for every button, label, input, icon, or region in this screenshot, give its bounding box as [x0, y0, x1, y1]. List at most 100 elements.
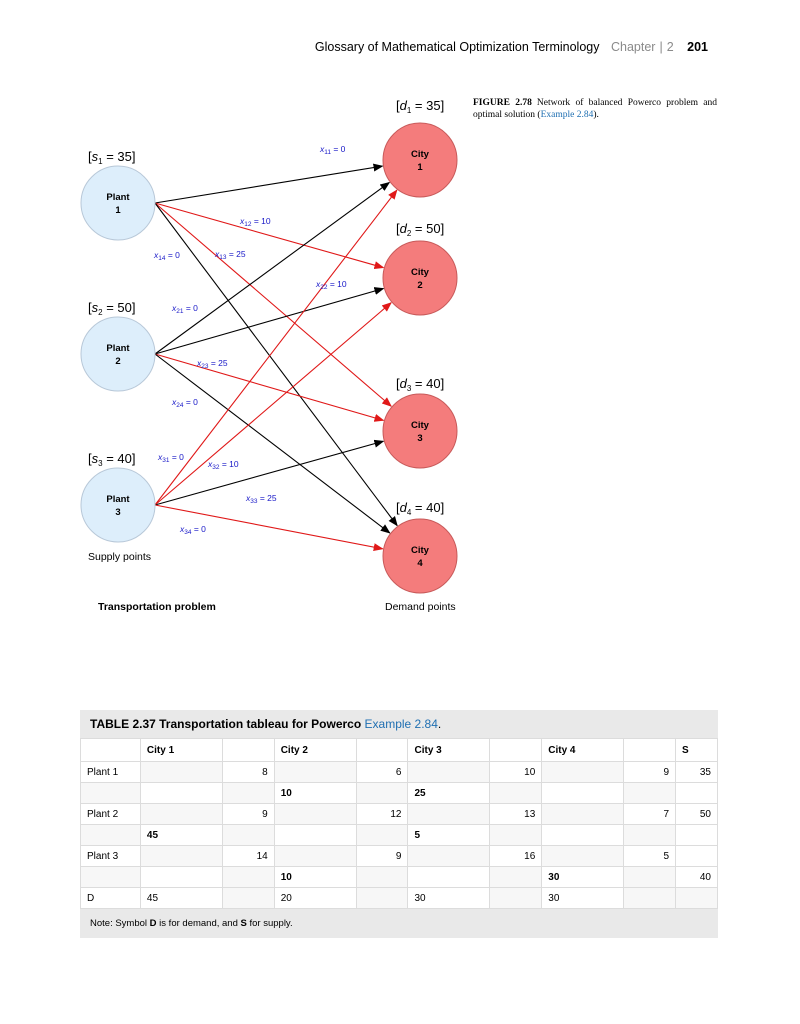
- example-link[interactable]: Example 2.84: [540, 110, 594, 120]
- flow-cell: [139, 866, 223, 888]
- row-label: [80, 782, 141, 804]
- cost-cell: 9: [355, 845, 409, 867]
- header-cell: City 1: [139, 738, 223, 762]
- supply-points-label: Supply points: [88, 551, 151, 563]
- flow-label-x21: x21 = 0: [171, 303, 198, 315]
- header-cell: City 3: [407, 738, 491, 762]
- demand-cell: 30: [541, 887, 625, 909]
- supply-cell: [675, 782, 718, 804]
- chapter-number: 2: [666, 40, 674, 54]
- cost-cell: [623, 824, 677, 846]
- empty-cell: [221, 887, 275, 909]
- row-label: [80, 866, 141, 888]
- row-label: D: [80, 887, 141, 909]
- flow-arrow-x33: [154, 439, 385, 506]
- header-cell: City 2: [273, 738, 357, 762]
- flow-label-x11: x11 = 0: [319, 144, 346, 156]
- running-header: Glossary of Mathematical Optimization Te…: [0, 40, 708, 54]
- demand-cell: 45: [139, 887, 223, 909]
- demand-label-4: [d4 = 40]: [396, 500, 444, 517]
- flow-label-x24: x24 = 0: [171, 397, 198, 409]
- flow-cell: [273, 845, 357, 867]
- cost-cell: 16: [489, 845, 543, 867]
- flow-arrow-x12: [154, 202, 385, 270]
- flow-arrow-x11: [154, 163, 384, 204]
- cost-cell: 9: [623, 761, 677, 783]
- note-text: Note: Symbol: [90, 918, 150, 929]
- flow-cell: [407, 845, 491, 867]
- cost-cell: [355, 866, 409, 888]
- cost-cell: [221, 782, 275, 804]
- table-title-text: Transportation tableau for Powerco: [159, 717, 362, 731]
- flow-cell: [273, 824, 357, 846]
- cost-cell: 8: [221, 761, 275, 783]
- demand-cell: 30: [407, 887, 491, 909]
- cost-cell: [489, 866, 543, 888]
- cost-cell: 12: [355, 803, 409, 825]
- cost-cell: [221, 824, 275, 846]
- flow-label-x32: x32 = 10: [207, 459, 239, 471]
- city-number: 3: [417, 433, 422, 444]
- empty-cell: [355, 887, 409, 909]
- flow-arrow-x14: [154, 202, 398, 527]
- supply-cell: 40: [675, 866, 718, 888]
- flow-cell: 25: [407, 782, 491, 804]
- city-number: 4: [417, 558, 423, 569]
- row-label: Plant 2: [80, 803, 141, 825]
- cost-cell: 13: [489, 803, 543, 825]
- flow-cell: [139, 782, 223, 804]
- flow-arrow-x34: [154, 504, 384, 552]
- table-row: Plant 3 14 9 16 5: [80, 845, 718, 867]
- demand-label-2: [d2 = 50]: [396, 221, 444, 238]
- flow-cell: [139, 845, 223, 867]
- demand-label-3: [d3 = 40]: [396, 376, 444, 393]
- flow-arrow-x21: [154, 181, 391, 355]
- flow-arrow-x32: [154, 302, 392, 506]
- cost-cell: 14: [221, 845, 275, 867]
- cost-cell: 7: [623, 803, 677, 825]
- flow-cell: [273, 803, 357, 825]
- flow-arrow-x22: [154, 287, 385, 355]
- demand-cell: 20: [273, 887, 357, 909]
- flow-cell: [139, 761, 223, 783]
- figure-caption-text: Network of balanced Powerco problem and …: [473, 98, 717, 120]
- city-number: 2: [417, 280, 422, 291]
- table-row: Plant 1 8 6 10 9 35: [80, 761, 718, 783]
- figure-caption-end: ).: [593, 110, 599, 120]
- supply-cell: 50: [675, 803, 718, 825]
- flow-cell: 10: [273, 782, 357, 804]
- note-text: for supply.: [246, 918, 293, 929]
- table-label: TABLE 2.37: [90, 717, 156, 731]
- header-cell: [623, 738, 677, 762]
- flow-cell: 45: [139, 824, 223, 846]
- cost-cell: 9: [221, 803, 275, 825]
- cost-cell: [623, 782, 677, 804]
- flow-arrow-x23: [154, 353, 385, 422]
- table-block: TABLE 2.37 Transportation tableau for Po…: [80, 710, 718, 938]
- flow-label-x23: x23 = 25: [196, 358, 228, 370]
- plant-number: 3: [115, 507, 120, 518]
- supply-label-1: [s1 = 35]: [88, 149, 135, 166]
- table-example-link[interactable]: Example 2.84: [364, 717, 438, 731]
- table-row: 10 25: [80, 782, 718, 804]
- flow-cell: [407, 803, 491, 825]
- row-label: Plant 1: [80, 761, 141, 783]
- flow-arrow-x13: [154, 202, 392, 407]
- flow-label-x34: x34 = 0: [179, 524, 206, 536]
- plant-name: Plant: [106, 343, 130, 354]
- supply-cell: [675, 824, 718, 846]
- flow-cell: 10: [273, 866, 357, 888]
- empty-cell: [623, 887, 677, 909]
- page-number: 201: [687, 40, 708, 54]
- demand-points-label: Demand points: [385, 601, 456, 613]
- cost-cell: [623, 866, 677, 888]
- flow-cell: [541, 761, 625, 783]
- header-cell: [80, 738, 141, 762]
- chapter-label: Chapter: [610, 40, 656, 54]
